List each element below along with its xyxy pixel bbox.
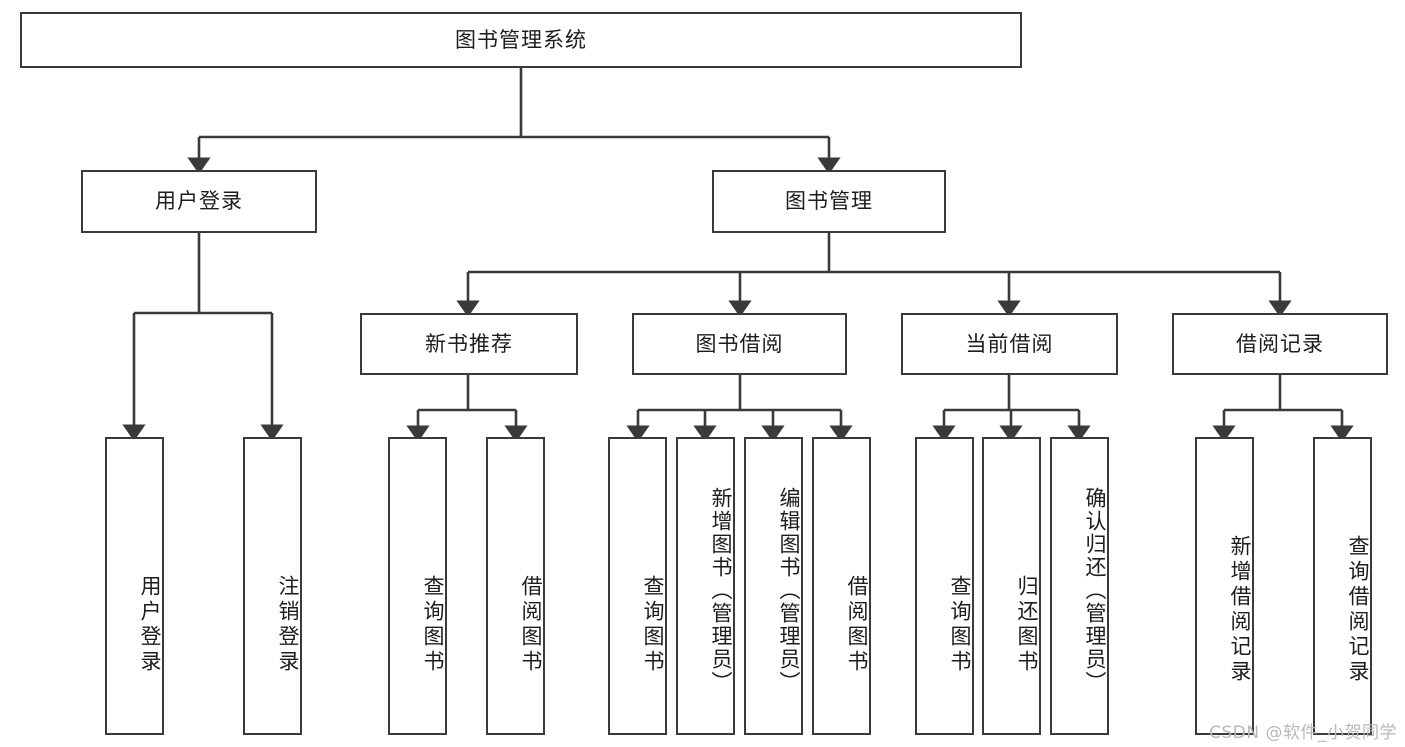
leaf-book-borrow-edit-admin[interactable]: 编辑图书（管理员） — [744, 437, 803, 735]
leaf-new-book-borrow[interactable]: 借阅图书 — [486, 437, 545, 735]
leaf-label: 新增借阅记录 — [1228, 535, 1252, 685]
node-new-book-recommend[interactable]: 新书推荐 — [360, 313, 578, 375]
watermark-csdn: CSDN @软件_小贺同学 — [1209, 723, 1397, 743]
leaf-borrow-record-add[interactable]: 新增借阅记录 — [1195, 437, 1254, 735]
leaf-new-book-query[interactable]: 查询图书 — [388, 437, 447, 735]
leaf-label: 查询借阅记录 — [1346, 535, 1370, 685]
leaf-label: 借阅图书 — [845, 575, 869, 675]
node-book-borrow[interactable]: 图书借阅 — [632, 313, 847, 375]
leaf-current-borrow-return[interactable]: 归还图书 — [982, 437, 1041, 735]
leaf-label: 归还图书 — [1015, 575, 1039, 675]
leaf-label: 确认归还（管理员） — [1083, 486, 1107, 694]
leaf-book-borrow-borrow[interactable]: 借阅图书 — [812, 437, 871, 735]
node-borrow-record[interactable]: 借阅记录 — [1172, 313, 1388, 375]
node-book-manage-label: 图书管理 — [785, 189, 873, 214]
node-user-login-label: 用户登录 — [155, 189, 243, 214]
node-user-login[interactable]: 用户登录 — [81, 170, 317, 233]
leaf-book-borrow-query[interactable]: 查询图书 — [608, 437, 667, 735]
node-root-label: 图书管理系统 — [455, 27, 587, 52]
leaf-label: 借阅图书 — [519, 575, 543, 675]
leaf-current-borrow-query[interactable]: 查询图书 — [915, 437, 974, 735]
leaf-user-login-logout[interactable]: 注销登录 — [243, 437, 302, 735]
leaf-user-login-login[interactable]: 用户登录 — [105, 437, 164, 735]
leaf-current-borrow-confirm-admin[interactable]: 确认归还（管理员） — [1050, 437, 1109, 735]
node-current-borrow[interactable]: 当前借阅 — [901, 313, 1118, 375]
node-book-borrow-label: 图书借阅 — [695, 331, 784, 356]
node-borrow-record-label: 借阅记录 — [1236, 331, 1324, 356]
leaf-label: 查询图书 — [948, 575, 972, 675]
node-book-manage[interactable]: 图书管理 — [712, 170, 946, 233]
leaf-label: 查询图书 — [641, 575, 665, 675]
leaf-label: 编辑图书（管理员） — [777, 486, 801, 694]
node-new-book-recommend-label: 新书推荐 — [425, 331, 513, 356]
leaf-label: 用户登录 — [138, 575, 162, 675]
leaf-borrow-record-query[interactable]: 查询借阅记录 — [1313, 437, 1372, 735]
leaf-label: 注销登录 — [276, 575, 300, 675]
node-current-borrow-label: 当前借阅 — [965, 331, 1054, 356]
leaf-book-borrow-add-admin[interactable]: 新增图书（管理员） — [676, 437, 735, 735]
node-root-system[interactable]: 图书管理系统 — [20, 12, 1022, 68]
leaf-label: 查询图书 — [421, 575, 445, 675]
leaf-label: 新增图书（管理员） — [709, 486, 733, 694]
